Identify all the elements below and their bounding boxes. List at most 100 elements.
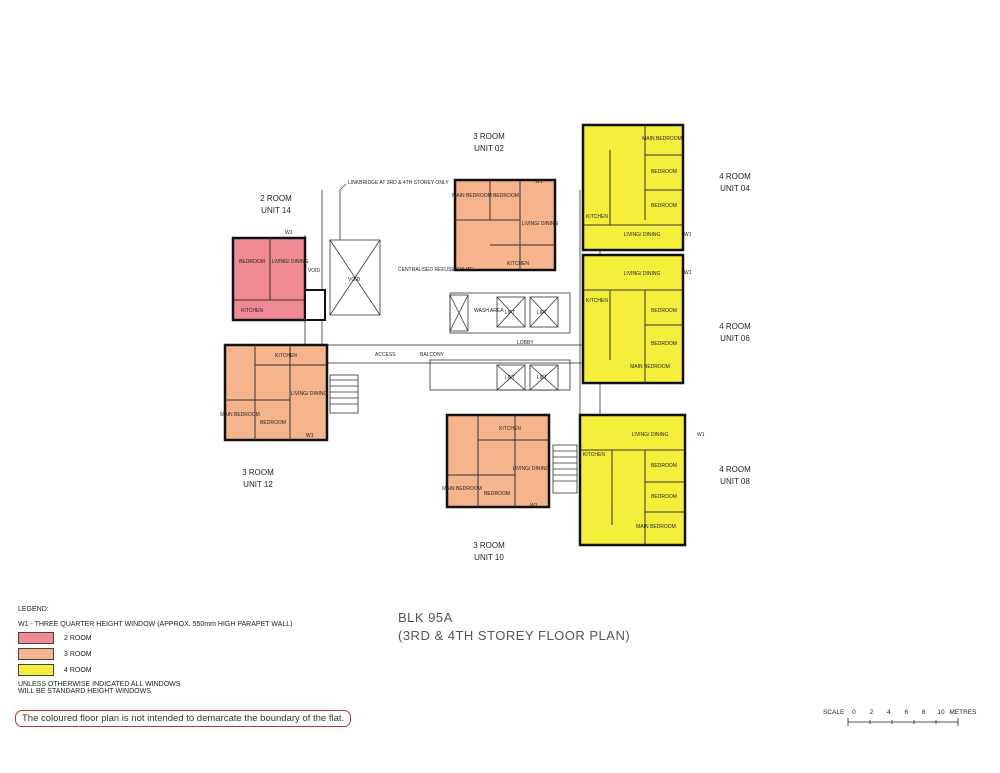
unit-04-type: 4 ROOM [719, 172, 751, 181]
room-label: LIVING/ DINING [291, 391, 328, 397]
room-label: LIVING/ DINING [624, 232, 661, 238]
legend-heading: LEGEND: [18, 606, 49, 613]
access-label: ACCESS [375, 352, 396, 358]
wash-area-label: WASH AREA [474, 308, 504, 314]
scale-tick: 2 [869, 709, 874, 716]
room-label: LIVING/ DINING [632, 432, 669, 438]
balcony-label: BALCONY [420, 352, 445, 358]
lift-label: LIFT [537, 375, 547, 381]
legend-label: 2 ROOM [64, 634, 92, 642]
unit-04 [581, 123, 685, 252]
scale-tick: 0 [852, 709, 856, 716]
room-label: BEDROOM [493, 193, 519, 199]
room-label: BEDROOM [651, 203, 677, 209]
legend-swatch-2-room [18, 632, 54, 644]
scale-unit: METRES [949, 709, 977, 716]
legend-item: 4 ROOM [18, 664, 378, 676]
staircase-east [552, 444, 578, 494]
refuse-chute-note: CENTRALISED REFUSE CHUTE [398, 267, 474, 273]
legend-swatch-4-room [18, 664, 54, 676]
storey-description: (3RD & 4TH STOREY FLOOR PLAN) [398, 628, 631, 643]
room-label: VOID [308, 268, 321, 274]
room-label: KITCHEN [275, 353, 297, 359]
room-label: LIVING/ DINING [522, 221, 559, 227]
room-label: MAIN BEDROOM [220, 412, 260, 418]
windows-note-line-1: UNLESS OTHERWISE INDICATED ALL WINDOWS [18, 681, 181, 688]
lift-1 [496, 296, 526, 328]
window-marker-w1: W1 [697, 432, 705, 438]
lift-label: LIFT [505, 310, 515, 316]
room-label: BEDROOM [651, 169, 677, 175]
room-label: KITCHEN [499, 426, 521, 432]
lift-label: LIFT [537, 310, 547, 316]
lift-label: LIFT [505, 375, 515, 381]
linkbridge-note: LINKBRIDGE AT 3RD & 4TH STOREY ONLY [348, 180, 449, 186]
unit-04-number: UNIT 04 [720, 184, 750, 193]
unit-02-type: 3 ROOM [473, 132, 505, 141]
room-label: BEDROOM [651, 494, 677, 500]
legend-swatch-3-room [18, 648, 54, 660]
room-label: BEDROOM [651, 341, 677, 347]
unit-02-number: UNIT 02 [474, 144, 504, 153]
unit-06-area [583, 255, 683, 383]
lobby-label: LOBBY [517, 340, 534, 346]
lift-2 [529, 296, 559, 328]
legend: LEGEND: W1 - THREE QUARTER HEIGHT WINDOW… [18, 606, 378, 695]
unit-02 [453, 178, 557, 272]
unit-06-type: 4 ROOM [719, 322, 751, 331]
room-label: BEDROOM [484, 491, 510, 497]
unit-10-type: 3 ROOM [473, 541, 505, 550]
unit-02-area [455, 180, 555, 270]
scale-label: SCALE [823, 709, 845, 716]
room-label: LIVING/ DINING [272, 259, 309, 265]
legend-w1-definition: W1 - THREE QUARTER HEIGHT WINDOW (APPROX… [18, 621, 293, 628]
unit-10-area [447, 415, 549, 507]
room-label: LIVING/ DINING [624, 271, 661, 277]
block-name: BLK 95A [398, 610, 453, 625]
room-label: MAIN BEDROOM [630, 364, 670, 370]
unit-08 [578, 413, 687, 547]
legend-label: 4 ROOM [64, 666, 92, 674]
room-label: MAIN BEDROOM [452, 193, 492, 199]
window-marker-w1: W1 [684, 232, 692, 238]
unit-12 [223, 343, 329, 442]
unit-10 [445, 413, 551, 509]
unit-14-number: UNIT 14 [261, 206, 291, 215]
void-area [329, 239, 381, 316]
unit-08-number: UNIT 08 [720, 477, 750, 486]
plan-title: BLK 95A (3RD & 4TH STOREY FLOOR PLAN) [398, 609, 630, 645]
scale-labels: SCALE 0 2 4 6 8 10 METRES [823, 709, 976, 716]
room-label: LIVING/ DINING [513, 466, 550, 472]
unit-04-area [583, 125, 683, 250]
room-label: KITCHEN [586, 298, 608, 304]
window-marker-w1: W1 [530, 503, 538, 509]
lift-3 [496, 364, 526, 391]
window-marker-w1: W1 [306, 433, 314, 439]
windows-note-line-2: WILL BE STANDARD HEIGHT WINDOWS [18, 688, 151, 695]
legend-label: 3 ROOM [64, 650, 92, 658]
lift-lobby-lower [429, 359, 571, 391]
unit-12-number: UNIT 12 [243, 480, 273, 489]
unit-10-number: UNIT 10 [474, 553, 504, 562]
lift-4 [529, 364, 559, 391]
window-marker-w1: W1 [684, 270, 692, 276]
room-label: KITCHEN [583, 452, 605, 458]
unit-06 [581, 253, 685, 385]
room-label: KITCHEN [241, 308, 263, 314]
legend-item: 3 ROOM [18, 648, 378, 660]
unit-14 [231, 236, 326, 322]
room-label: BEDROOM [260, 420, 286, 426]
room-label: KITCHEN [586, 214, 608, 220]
room-label: BEDROOM [651, 463, 677, 469]
room-label: MAIN BEDROOM [636, 524, 676, 530]
scale-bar [847, 718, 959, 726]
room-label: KITCHEN [507, 261, 529, 267]
scale-tick: 6 [904, 709, 909, 716]
unit-14-type: 2 ROOM [260, 194, 292, 203]
scale-tick: 4 [887, 709, 891, 716]
unit-08-type: 4 ROOM [719, 465, 751, 474]
unit-12-type: 3 ROOM [242, 468, 274, 477]
staircase-west [329, 374, 359, 414]
scale-tick: 8 [921, 709, 926, 716]
